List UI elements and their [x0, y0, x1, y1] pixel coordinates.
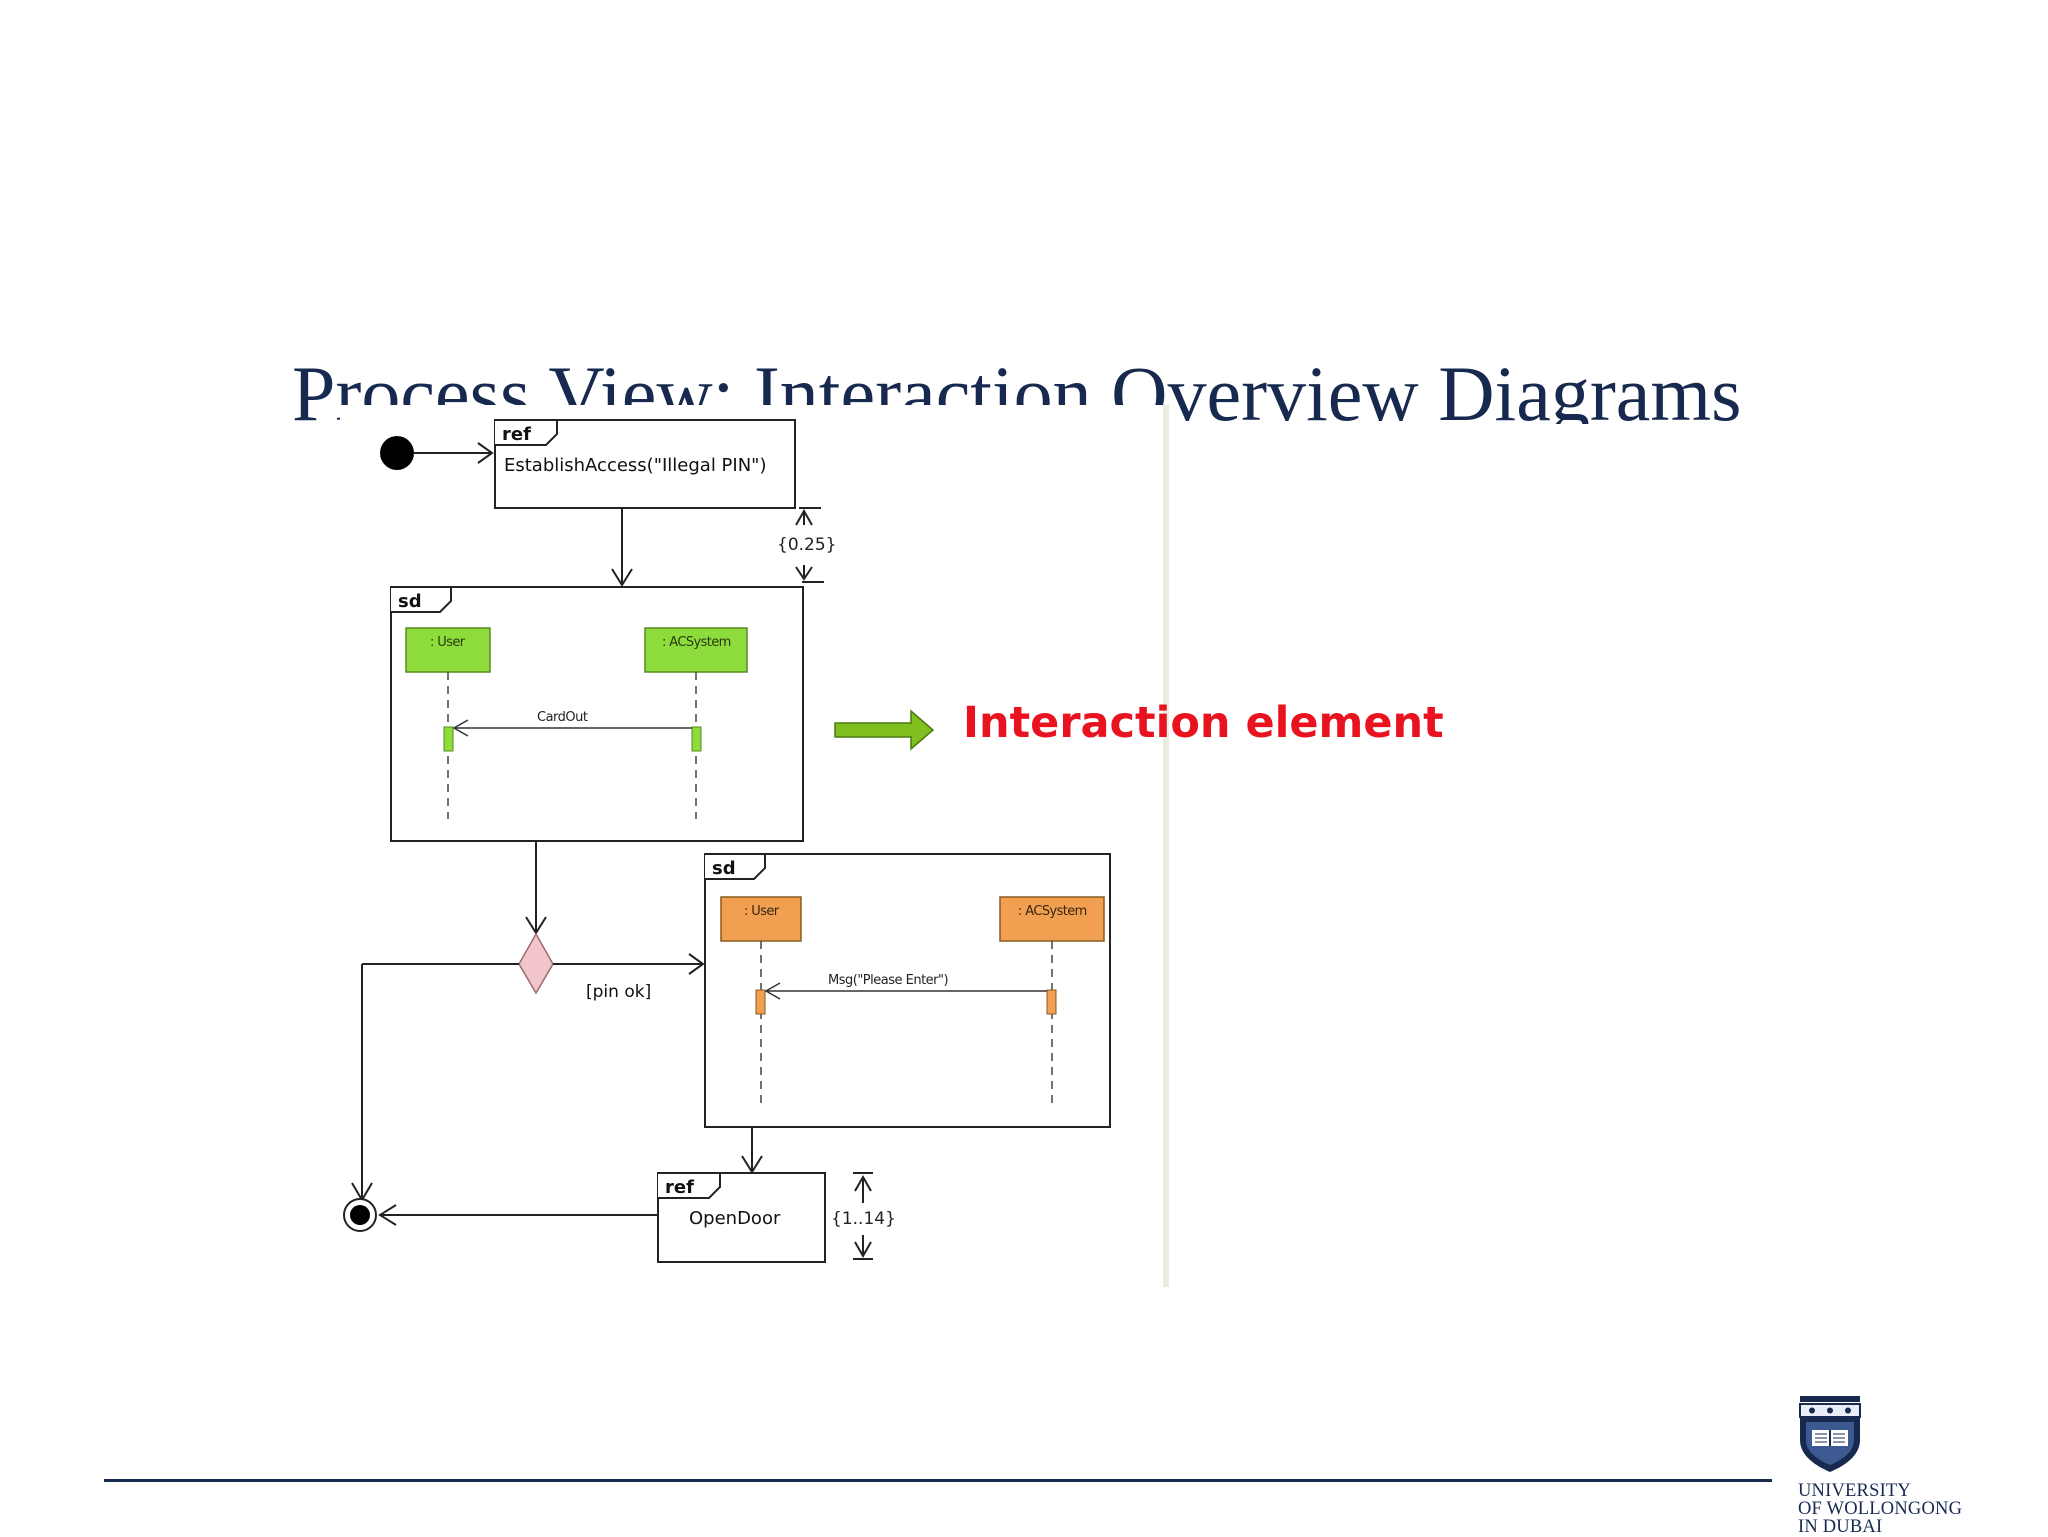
lifeline-head-acsystem: [644, 627, 748, 673]
image-divider: [1163, 405, 1169, 1287]
interaction-element-label: Interaction element: [963, 698, 1444, 748]
sd-tag: sd: [712, 858, 736, 879]
logo-line-1: UNIVERSITY: [1798, 1481, 1911, 1501]
callout-arrow: [834, 709, 935, 751]
ref-establish-access: ref EstablishAccess("Illegal PIN"): [494, 419, 796, 509]
activation-acsystem: [1046, 989, 1057, 1015]
ref-label: OpenDoor: [689, 1208, 781, 1229]
lifeline-acsystem-label: : ACSystem: [662, 635, 731, 650]
lifeline-user-label: : User: [744, 904, 780, 919]
flow-decision-to-sd: [553, 953, 705, 975]
decision-node: [518, 932, 554, 995]
ref-tag: ref: [502, 424, 531, 445]
logo-line-2: OF WOLLONGONG: [1798, 1499, 1963, 1519]
message-cardout-label: CardOut: [537, 710, 588, 725]
activation-user: [755, 989, 766, 1015]
flow-decision-to-final: [351, 963, 519, 1202]
ref-label: EstablishAccess("Illegal PIN"): [504, 455, 766, 476]
flow-ref-to-final: [378, 1204, 658, 1226]
message-please-enter-label: Msg("Please Enter"): [828, 973, 948, 988]
sd-tag: sd: [398, 591, 422, 612]
duration-bottom-label: {1..14}: [831, 1209, 896, 1229]
footer-divider: [104, 1479, 1772, 1482]
sd-frame-message: sd : User : ACSystem Msg("Please Enter"): [704, 853, 1111, 1128]
crest-icon: [1799, 1396, 1861, 1472]
final-node: [343, 1198, 377, 1232]
logo-line-3: IN DUBAI: [1798, 1517, 1883, 1537]
duration-top-label: {0.25}: [777, 535, 836, 555]
flow-sd-to-decision: [525, 841, 547, 935]
lifeline-head-user: [720, 896, 802, 942]
guard-label: [pin ok]: [586, 982, 651, 1002]
activation-user: [443, 726, 454, 752]
university-logo: UNIVERSITY OF WOLLONGONG IN DUBAI: [1798, 1392, 2038, 1536]
lifeline-user-label: : User: [430, 635, 466, 650]
interaction-overview-diagram: ref EstablishAccess("Illegal PIN") {0.25…: [340, 405, 1170, 1287]
lifeline-head-user: [405, 627, 491, 673]
initial-node: [380, 436, 414, 470]
flow-sd-to-ref: [741, 1127, 763, 1174]
duration-constraint-top: [795, 507, 824, 583]
ref-tag: ref: [665, 1177, 694, 1198]
ref-open-door: ref OpenDoor: [657, 1172, 826, 1263]
lifeline-acsystem-label: : ACSystem: [1018, 904, 1087, 919]
duration-constraint-bottom: [853, 1172, 873, 1260]
activation-acsystem: [691, 726, 702, 752]
initial-flow-arrow: [414, 442, 494, 464]
sd-frame-cardout: sd : User : ACSystem CardOut: [390, 586, 804, 842]
flow-ref-to-sd: [611, 508, 633, 587]
university-name: UNIVERSITY OF WOLLONGONG IN DUBAI: [1798, 1481, 1963, 1537]
lifeline-head-acsystem: [999, 896, 1105, 942]
